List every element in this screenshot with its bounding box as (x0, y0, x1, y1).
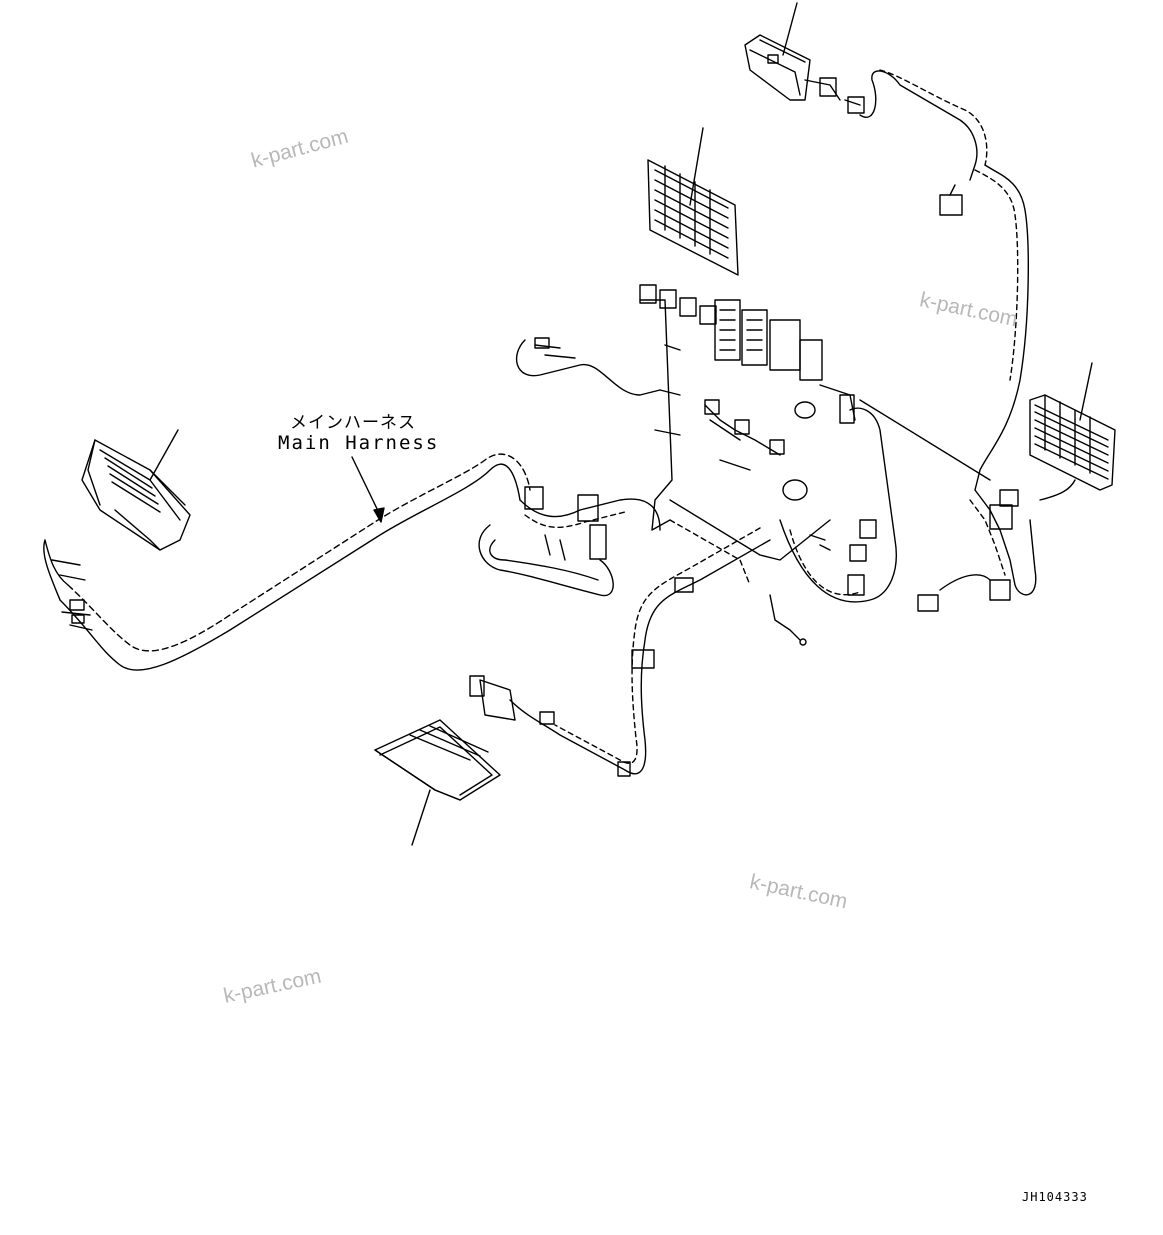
main-harness-trunk (43, 453, 531, 671)
left-controller (81, 429, 191, 551)
center-harness (478, 486, 661, 597)
relay-block (639, 284, 897, 646)
main-harness-label-jp: メインハーネス (290, 413, 416, 433)
center-panel-bracket (639, 127, 739, 531)
top-controller (744, 2, 988, 216)
right-controller (1029, 362, 1116, 491)
drawing-code: JH104333 (1022, 1190, 1088, 1204)
bottom-controller (374, 719, 501, 846)
main-harness-label-en: Main Harness (278, 432, 440, 454)
right-harness (859, 164, 1076, 612)
main-harness-pointer (351, 456, 385, 523)
lower-harness (469, 527, 771, 777)
upper-loop-harness (515, 337, 661, 396)
